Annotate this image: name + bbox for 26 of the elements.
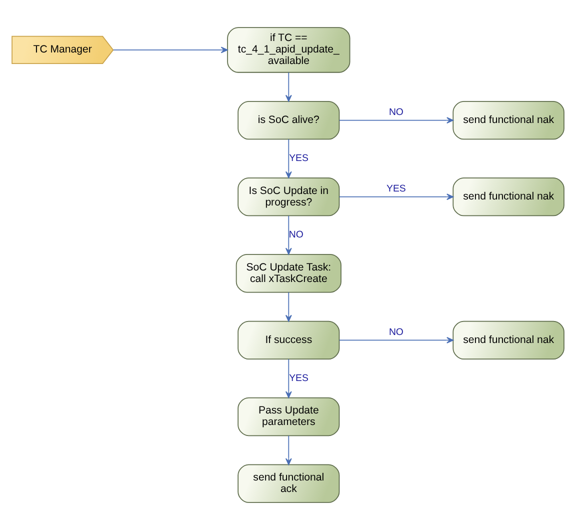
arrow [285,358,292,398]
arrow [338,336,454,343]
node-box: send functional nak [452,320,564,360]
arrow [285,138,292,178]
edge-label: YES [289,152,308,164]
node-box: send functional nak [452,176,564,216]
edge-label: NO [388,106,404,118]
arrow [285,291,292,322]
node-box: Pass Update parameters [238,396,340,436]
arrow [338,116,454,124]
arrow [285,434,292,465]
node-box: is SoC alive? [238,100,340,140]
arrow [285,72,292,102]
node-box: Is SoC Update in progress? [238,176,340,216]
node-box: send functional ack [238,464,340,502]
edge-label: YES [289,372,308,384]
node-box: if TC == tc_4_1_apid_update_ available [227,26,350,72]
node-box: send functional nak [452,100,564,140]
edge-label: YES [386,182,406,194]
arrow [338,193,454,200]
arrow [112,46,228,53]
edge-label: NO [388,326,404,338]
arrow [285,214,292,254]
node-box: SoC Update Task: call xTaskCreate [236,254,342,292]
edge-label: NO [288,229,304,240]
node-box: If success [238,320,340,360]
